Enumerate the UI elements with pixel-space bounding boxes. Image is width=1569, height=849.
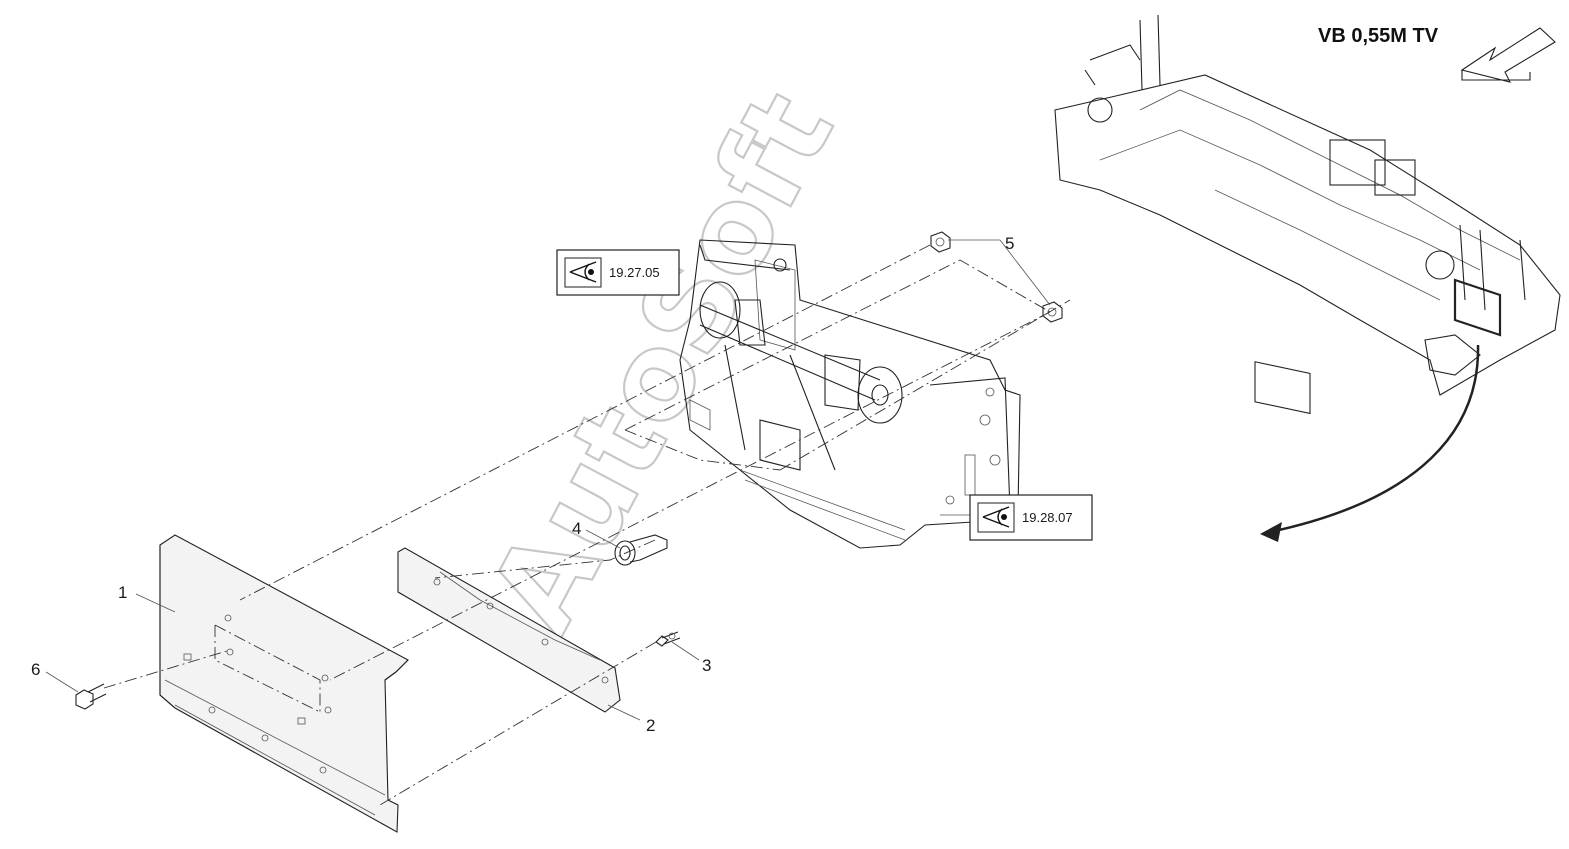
screed-overview-drawing <box>1054 14 1561 542</box>
callout-3: 3 <box>702 656 711 675</box>
eye-icon <box>982 506 1010 528</box>
reference-code: 19.28.07 <box>1022 510 1073 525</box>
watermark: AutoSoft <box>463 70 860 653</box>
eye-icon <box>569 261 597 283</box>
screw-part-3 <box>655 631 681 647</box>
view-label: VB 0,55M TV <box>1318 25 1439 47</box>
screw-part-6 <box>75 683 107 710</box>
nut-part <box>930 231 1063 323</box>
callout-6: 6 <box>31 660 40 679</box>
callout-leaders <box>45 239 1051 721</box>
cover-plate-part <box>159 534 409 833</box>
callout-1: 1 <box>118 583 127 602</box>
reference-box-bottom: 19.28.07 <box>969 494 1093 541</box>
callout-2: 2 <box>646 716 655 735</box>
gasket-strip-part <box>397 547 621 713</box>
reference-box-top: 19.27.05 <box>556 249 680 296</box>
view-direction-arrow <box>1460 27 1556 83</box>
mount-assembly-drawing <box>679 239 1021 549</box>
shoulder-bolt-part <box>614 534 668 566</box>
assembly-centerlines <box>103 244 1071 806</box>
reference-code: 19.27.05 <box>609 265 660 280</box>
callout-5: 5 <box>1005 234 1014 253</box>
callout-4: 4 <box>572 519 581 538</box>
